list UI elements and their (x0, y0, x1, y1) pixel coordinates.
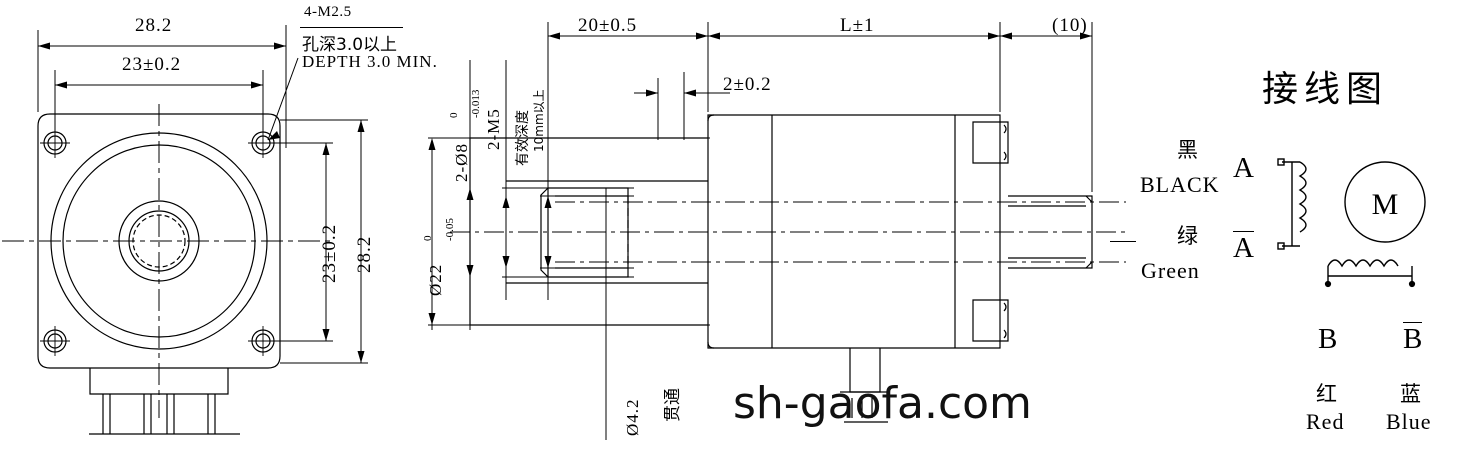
terminal-abar-id: A (1233, 231, 1254, 265)
side-view-label-pilot-group: Ø22 0 -0.05 (422, 218, 456, 296)
side-view-pilot-tol-lower: -0.05 (444, 218, 456, 241)
terminal-b-color-en: Red (1306, 409, 1345, 434)
terminal-abar-color-cn: 绿 (1177, 224, 1198, 248)
side-view-dim-front-length: 20±0.5 (578, 15, 638, 36)
wiring-schematic-geometry: M (1277, 158, 1426, 288)
terminal-bbar-color-cn: 蓝 (1400, 382, 1421, 406)
side-view-label-hole: Ø4.2 (623, 398, 642, 436)
front-view-note-depth-en: DEPTH 3.0 MIN. (302, 52, 438, 71)
note-underline (300, 27, 403, 28)
terminal-bbar-id-text: B (1403, 322, 1423, 355)
side-view-label-hole-note: 贯通 (663, 388, 683, 422)
wiring-diagram-title: 接线图 (1262, 69, 1389, 110)
watermark: sh-gaofa.com (733, 378, 1032, 429)
front-view-note-thread: 4-M2.5 (304, 4, 352, 20)
side-view-label-bore-group: 2-Ø8 0 -0.013 (448, 90, 482, 182)
terminal-abar-color-en: Green (1141, 258, 1200, 283)
side-view-thread-note-depth: 10mm以上 (532, 89, 546, 152)
front-view-dim-outer-width: 28.2 (135, 15, 173, 36)
front-view-dim-bolt-pitch-vertical: 23±0.2 (319, 223, 340, 283)
lead-line (1110, 241, 1136, 242)
side-view-bore-tol-upper: 0 (448, 112, 460, 119)
side-view-label-bore: 2-Ø8 (452, 143, 471, 182)
side-view-bore-tol-lower: -0.013 (470, 89, 482, 118)
terminal-bbar-color-en: Blue (1386, 409, 1432, 434)
front-view-geometry (2, 25, 368, 435)
terminal-a-color-en: BLACK (1140, 172, 1220, 197)
side-view-label-pilot: Ø22 (426, 263, 445, 296)
side-view-pilot-tol-upper: 0 (422, 235, 434, 242)
front-view-dim-outer-height: 28.2 (354, 235, 375, 273)
terminal-b-color-cn: 红 (1316, 382, 1337, 406)
terminal-a-id: A (1233, 152, 1254, 184)
front-view-note-depth-cn: 孔深3.0以上 (302, 35, 398, 55)
terminal-b-id: B (1318, 323, 1338, 355)
terminal-bbar-id: B (1403, 322, 1423, 356)
side-view-dim-rear-shaft: (10) (1052, 15, 1088, 36)
side-view-dim-step: 2±0.2 (723, 74, 772, 95)
terminal-abar-id-text: A (1233, 231, 1254, 264)
motor-symbol-label: M (1372, 188, 1399, 221)
side-view-dim-body-length: L±1 (840, 15, 875, 36)
side-view-label-thread: 2-M5 (484, 108, 503, 150)
side-view-thread-note-cn: 有效深度 (515, 110, 531, 166)
side-view-geometry (428, 22, 1126, 440)
front-view-dim-bolt-pitch-horizontal: 23±0.2 (122, 54, 182, 75)
terminal-a-color-cn: 黑 (1177, 138, 1198, 162)
